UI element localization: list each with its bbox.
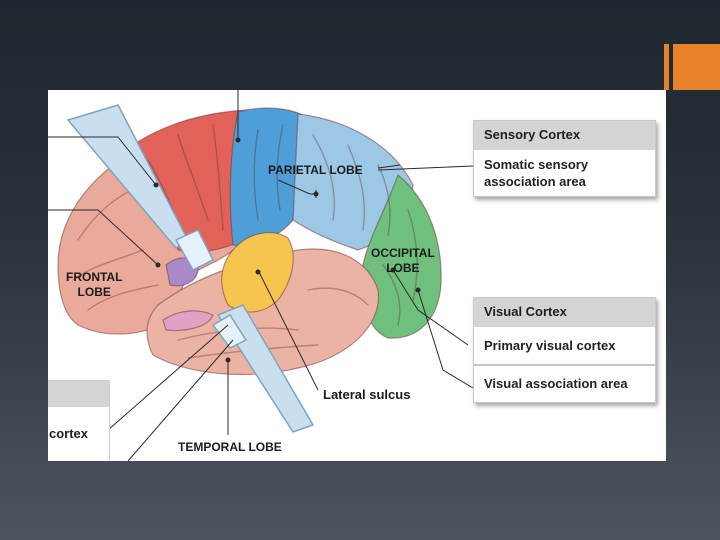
temporal-lobe-label: TEMPORAL LOBE — [178, 440, 282, 454]
sensory-cortex-box: Sensory Cortex Somatic sensory associati… — [473, 120, 656, 197]
partial-cortex-box: cortex — [48, 380, 110, 461]
probe-instruments — [66, 104, 315, 433]
somatic-sensory-association-row: Somatic sensory association area — [474, 150, 655, 196]
parietal-lobe-label: PARIETAL LOBE — [268, 163, 363, 177]
frontal-lobe-label-line2: LOBE — [77, 285, 111, 299]
accent-bar — [664, 44, 669, 90]
somatic-sensory-line1: Somatic sensory — [484, 157, 589, 172]
leader-dots — [153, 137, 421, 363]
occipital-lobe-label-line2: LOBE — [386, 261, 420, 275]
lateral-sulcus-label: Lateral sulcus — [323, 387, 411, 402]
brain-illustration — [48, 90, 474, 461]
partial-box-header — [48, 381, 109, 407]
brain-diagram: PARIETAL LOBE FRONTAL LOBE OCCIPITAL LOB… — [48, 90, 666, 461]
occipital-lobe-label: OCCIPITAL LOBE — [371, 246, 435, 276]
insula-pink-region — [162, 310, 214, 332]
visual-association-area-row: Visual association area — [484, 376, 628, 391]
occipital-lobe-label-line1: OCCIPITAL — [371, 246, 435, 260]
visual-cortex-box: Visual Cortex Primary visual cortex Visu… — [473, 297, 656, 403]
sensory-cortex-title: Sensory Cortex — [474, 121, 655, 150]
partial-box-cortex-text: cortex — [49, 426, 89, 441]
accent-block — [673, 44, 720, 90]
primary-visual-cortex-row: Primary visual cortex — [484, 338, 616, 353]
somatic-sensory-line2: association area — [484, 174, 586, 189]
occipital-lobe-region — [361, 173, 442, 339]
visual-box-separator — [474, 364, 655, 366]
frontal-lobe-label-line1: FRONTAL — [66, 270, 123, 284]
frontal-lobe-label: FRONTAL LOBE — [66, 270, 122, 300]
visual-cortex-title: Visual Cortex — [474, 298, 655, 327]
